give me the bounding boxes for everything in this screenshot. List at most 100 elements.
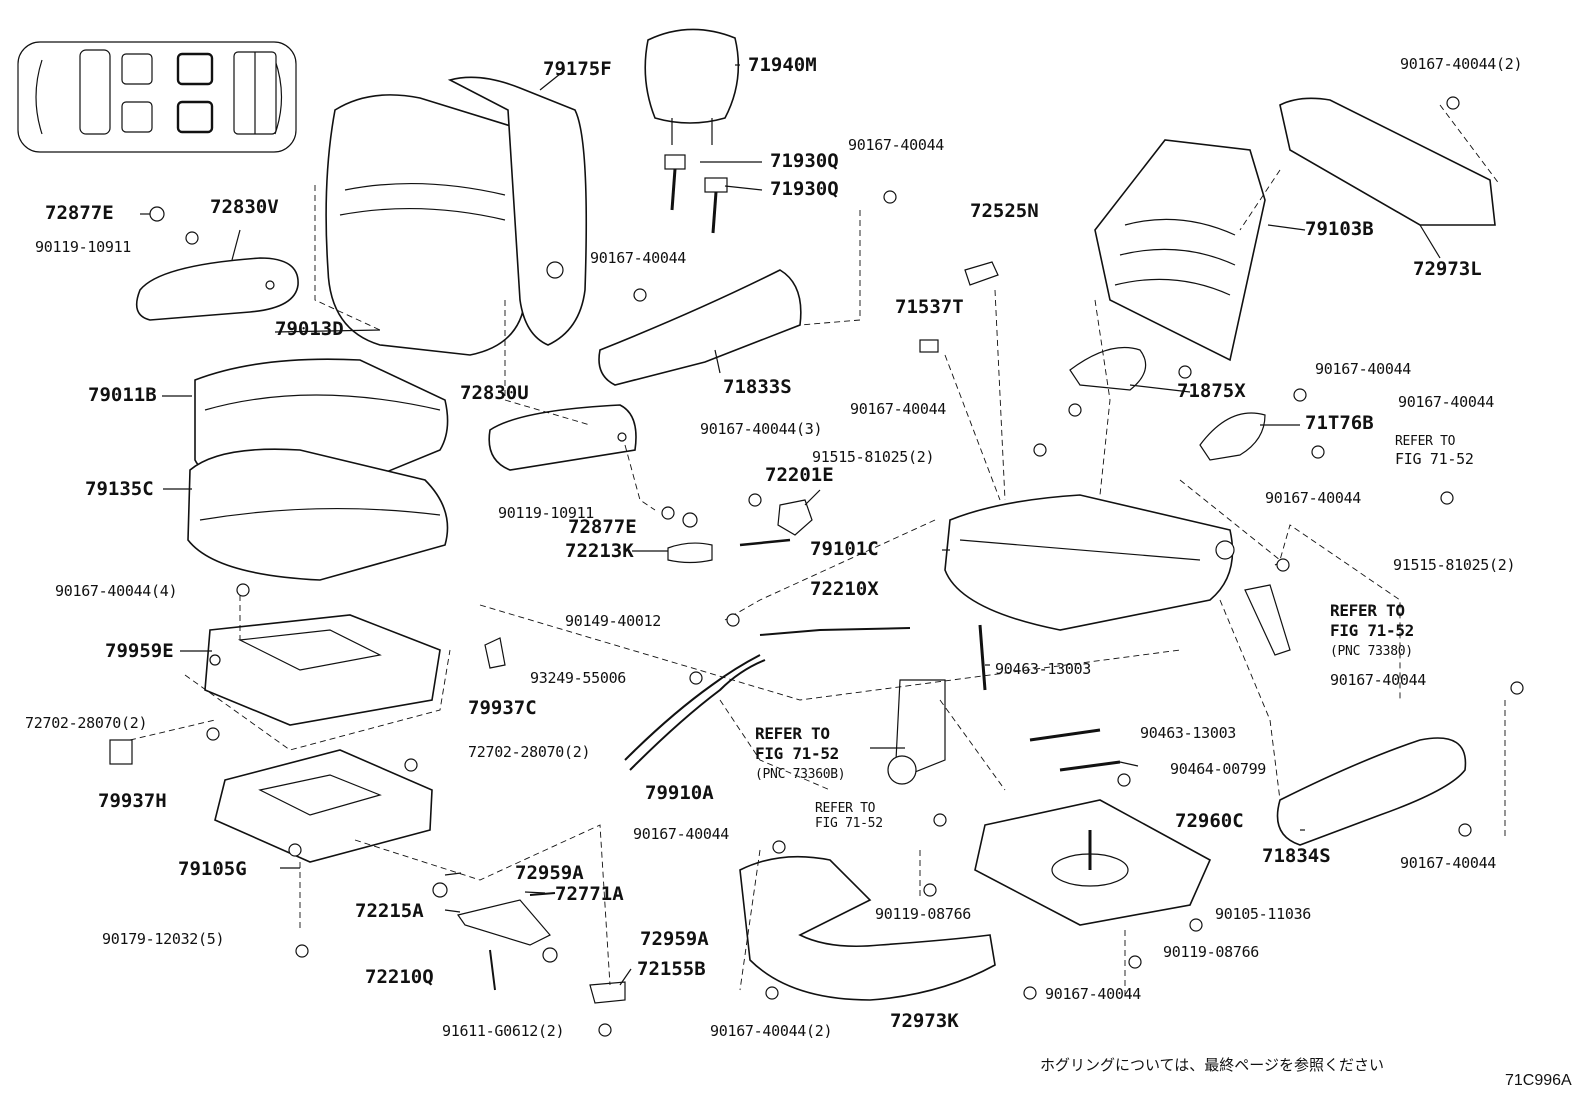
label-72702-28070-2-a: 72702-28070(2) xyxy=(25,714,148,732)
seat-front-cover xyxy=(739,855,996,1001)
label-72210X: 72210X xyxy=(810,578,879,600)
label-71537T: 71537T xyxy=(895,296,964,318)
seat-cushion-frame xyxy=(944,494,1235,631)
label-90119-10911-a: 90119-10911 xyxy=(35,238,132,256)
release-handle xyxy=(667,499,813,564)
label-72877E-a: 72877E xyxy=(45,202,114,224)
label-91515-81025-2-b: 91515-81025(2) xyxy=(1393,556,1516,574)
seatback-frame xyxy=(1094,139,1266,362)
label-90167-40044-3: 90167-40044(3) xyxy=(700,420,823,438)
label-90463-13003-a: 90463-13003 xyxy=(995,660,1092,678)
refer-2-line1: REFER TO xyxy=(1330,601,1405,620)
label-90119-10911-b: 90119-10911 xyxy=(498,504,595,522)
label-90167-40044-e: 90167-40044 xyxy=(850,400,947,418)
label-79937H: 79937H xyxy=(98,790,167,812)
headrest-support xyxy=(664,154,728,234)
label-79105G: 79105G xyxy=(178,858,247,880)
refer-3-line3: (PNC 73360B) xyxy=(755,767,846,782)
label-79135C: 79135C xyxy=(85,478,154,500)
label-91611-G0612-2: 91611-G0612(2) xyxy=(442,1022,565,1040)
label-72210Q: 72210Q xyxy=(365,966,434,988)
label-91515-81025-2-a: 91515-81025(2) xyxy=(812,448,935,466)
label-90167-40044-g: 90167-40044 xyxy=(1330,671,1427,689)
seat-side-cover-lower xyxy=(1276,737,1467,846)
label-79013D: 79013D xyxy=(275,318,344,340)
label-90179-12032-5: 90179-12032(5) xyxy=(102,930,225,948)
assembly-dashed-lines xyxy=(129,104,1506,1000)
label-90167-40044-4: 90167-40044(4) xyxy=(55,582,178,600)
seat-belt-retractor xyxy=(887,679,946,785)
label-90167-40044-c: 90167-40044 xyxy=(1315,360,1412,378)
tie-wrap xyxy=(978,624,1121,772)
label-72973L: 72973L xyxy=(1413,258,1482,280)
label-90463-13003-b: 90463-13003 xyxy=(1140,724,1237,742)
refer-2-line2: FIG 71-52 xyxy=(1330,621,1414,640)
refer-1-line1: REFER TO xyxy=(1395,434,1456,449)
refer-3-line2: FIG 71-52 xyxy=(755,744,839,763)
label-90167-40044-a: 90167-40044 xyxy=(848,136,945,154)
label-79101C: 79101C xyxy=(810,538,879,560)
label-72960C: 72960C xyxy=(1175,810,1244,832)
seat-bracket xyxy=(214,749,433,863)
seat-belt-buckle xyxy=(1244,584,1291,656)
refer-1-line2: FIG 71-52 xyxy=(1395,450,1474,468)
label-90119-08766-a: 90119-08766 xyxy=(875,905,972,923)
label-79910A: 79910A xyxy=(645,782,714,804)
label-90167-40044-h: 90167-40044 xyxy=(633,825,730,843)
label-90167-40044-f: 90167-40044 xyxy=(1265,489,1362,507)
label-72830V: 72830V xyxy=(210,196,279,218)
bracket-clip xyxy=(109,637,506,765)
label-93249-55006: 93249-55006 xyxy=(530,669,627,687)
label-90167-40044-i: 90167-40044 xyxy=(1400,854,1497,872)
label-71930Q-b: 71930Q xyxy=(770,178,839,200)
label-71T76B: 71T76B xyxy=(1305,412,1374,434)
label-72877E-b: 72877E xyxy=(568,516,637,538)
seatback-cover xyxy=(325,94,538,356)
armrest-upper xyxy=(135,257,299,321)
label-71930Q-a: 71930Q xyxy=(770,150,839,172)
label-79937C: 79937C xyxy=(468,697,537,719)
headrest xyxy=(644,28,740,145)
vehicle-location-inset xyxy=(17,41,297,153)
label-90167-40044-b: 90167-40044 xyxy=(590,249,687,267)
label-90167-40044-d: 90167-40044 xyxy=(1398,393,1495,411)
label-72973K: 72973K xyxy=(890,1010,959,1032)
label-72959A-a: 72959A xyxy=(515,862,584,884)
swivel-base xyxy=(974,799,1212,926)
label-71940M: 71940M xyxy=(748,54,817,76)
figure-code: 71C996A xyxy=(1505,1072,1572,1089)
label-72155B: 72155B xyxy=(637,958,706,980)
label-71875X: 71875X xyxy=(1177,380,1246,402)
label-90105-11036: 90105-11036 xyxy=(1215,905,1312,923)
seatback-rear-panel xyxy=(447,76,588,346)
refer-4-line2: FIG 71-52 xyxy=(815,816,883,831)
armrest-lower xyxy=(488,404,637,471)
label-90167-40044-2-b: 90167-40044(2) xyxy=(710,1022,833,1040)
label-79175F: 79175F xyxy=(543,58,612,80)
label-90167-40044-j: 90167-40044 xyxy=(1045,985,1142,1003)
leader-lines xyxy=(140,64,1441,986)
footer-note: ホグリングについては、最終ページを参照ください xyxy=(1040,1056,1384,1074)
label-71833S: 71833S xyxy=(723,376,792,398)
label-72215A: 72215A xyxy=(355,900,424,922)
label-90149-40012: 90149-40012 xyxy=(565,612,662,630)
release-cable xyxy=(624,627,911,771)
label-71834S: 71834S xyxy=(1262,845,1331,867)
seat-cushion-pad xyxy=(187,448,449,581)
label-90167-40044-2-tr: 90167-40044(2) xyxy=(1400,55,1523,73)
refer-3-line1: REFER TO xyxy=(755,724,830,743)
refer-4-line1: REFER TO xyxy=(815,801,876,816)
label-90119-08766-b: 90119-08766 xyxy=(1163,943,1260,961)
label-79959E: 79959E xyxy=(105,640,174,662)
label-72525N: 72525N xyxy=(970,200,1039,222)
label-72702-28070-2-b: 72702-28070(2) xyxy=(468,743,591,761)
recliner-cover xyxy=(598,269,802,386)
label-72213K: 72213K xyxy=(565,540,634,562)
label-79103B: 79103B xyxy=(1305,218,1374,240)
label-72959A-b: 72959A xyxy=(640,928,709,950)
label-90464-00799: 90464-00799 xyxy=(1170,760,1267,778)
refer-2-line3: (PNC 73380) xyxy=(1330,644,1413,659)
seat-base-plate xyxy=(204,614,441,726)
